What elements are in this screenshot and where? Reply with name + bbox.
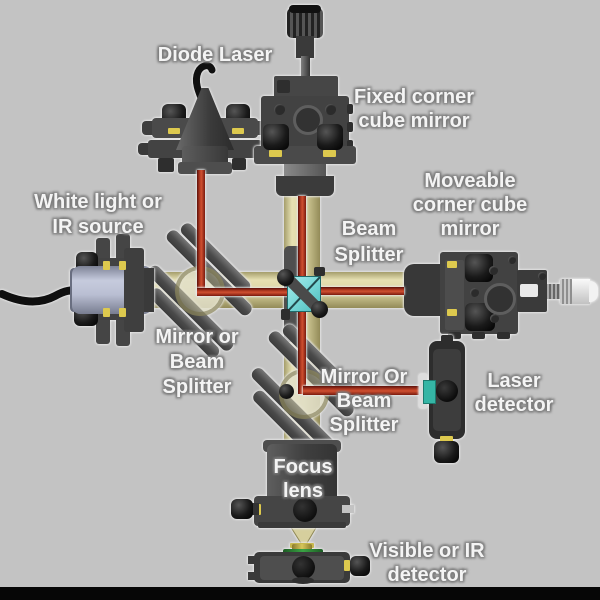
micrometer-tip (589, 281, 598, 302)
lens-tube-adapter (404, 264, 444, 316)
detector-aperture (436, 380, 458, 402)
label-laser-detector: Laser detector (474, 370, 554, 416)
label-white-light-source: White light or IR source (34, 191, 162, 238)
laser-beam-up-arm (298, 196, 306, 278)
label-moveable-corner-cube: Moveable corner cube mirror (412, 170, 528, 240)
mount-hole (293, 498, 317, 522)
adjust-knob (231, 499, 253, 519)
lens-tube (267, 444, 337, 500)
micrometer-stem (296, 36, 314, 58)
body-arc-detail (292, 577, 314, 584)
set-screw (119, 261, 126, 270)
lens-tube-collar (276, 176, 334, 196)
label-diode-laser: Diode Laser (157, 44, 273, 66)
mirror-knob (279, 384, 294, 399)
screw-hole (538, 272, 546, 280)
label-beam-splitter: Beam Splitter (334, 218, 404, 266)
aperture-hole (484, 283, 516, 315)
mount-underside (258, 522, 346, 528)
cube-clamp-knob (311, 301, 328, 318)
screw-hole (490, 314, 499, 323)
clamp-ring (124, 248, 144, 332)
laser-beam-to-detector (303, 386, 423, 395)
laser-beam-from-diode (197, 170, 205, 296)
set-screw (103, 261, 110, 270)
detector-aperture (292, 556, 315, 579)
mount-notch (342, 505, 354, 513)
label-mirror-left: Mirror or Beam Splitter (155, 326, 239, 398)
set-screw (447, 309, 457, 316)
set-screw (232, 128, 244, 134)
screw-hole (489, 266, 498, 275)
micrometer-knob (287, 8, 323, 38)
block-tab (347, 122, 353, 132)
screw-hole (274, 104, 285, 115)
laser-beam-right-arm (318, 287, 404, 295)
screw-hole (470, 288, 479, 297)
block-tab (347, 140, 353, 150)
micrometer-spindle (547, 284, 561, 299)
bracket-tab (248, 556, 258, 564)
micrometer-barrel (572, 279, 590, 304)
stage-detail (277, 80, 290, 93)
label-visible-ir-detector: Visible or IR detector (369, 540, 485, 586)
mount-post (158, 158, 174, 172)
label-fixed-corner-cube: Fixed corner cube mirror (353, 86, 475, 132)
cube-clamp-tab (281, 309, 290, 320)
knob-stem (250, 503, 259, 515)
adjust-knob (465, 254, 493, 282)
adjust-knob (434, 441, 459, 463)
screw-hole (325, 104, 336, 115)
detector-top-tab (441, 335, 453, 344)
detector-window (423, 380, 436, 404)
micrometer-shaft (301, 56, 310, 80)
laser-beam-to-splitter (197, 288, 303, 296)
bracket-tab (248, 572, 258, 580)
micrometer-knob-cap (289, 5, 321, 13)
block-tab (347, 104, 353, 114)
mount-post (232, 158, 246, 170)
set-screw (103, 308, 110, 317)
adjust-knob (263, 124, 289, 150)
aperture-hole (293, 105, 323, 135)
set-screw (344, 560, 350, 571)
set-screw (323, 150, 336, 157)
adjust-knob (317, 124, 343, 150)
output-ring (144, 268, 154, 312)
cube-clamp-tab (314, 267, 325, 276)
block-tab (472, 332, 485, 339)
block-tab (448, 332, 461, 339)
diode-laser-barrel (182, 146, 228, 166)
cube-clamp-knob (277, 269, 294, 286)
set-screw (269, 150, 282, 157)
bracket-bar (445, 260, 464, 330)
screw-hole (508, 256, 516, 264)
set-screw (440, 436, 453, 442)
micrometer-thimble (560, 279, 573, 304)
laser-beam-down-arm (298, 310, 306, 394)
set-screw (119, 308, 126, 317)
block-tab (497, 332, 510, 339)
bottom-bar (0, 587, 600, 600)
set-screw (168, 128, 180, 134)
micrometer-slot (520, 284, 538, 297)
label-mirror-bottom: Mirror Or Beam Splitter (320, 366, 408, 436)
set-screw (447, 261, 457, 268)
diode-laser-lip (178, 162, 232, 174)
label-focus-lens: Focus lens (273, 456, 333, 502)
adjust-knob (350, 556, 370, 576)
